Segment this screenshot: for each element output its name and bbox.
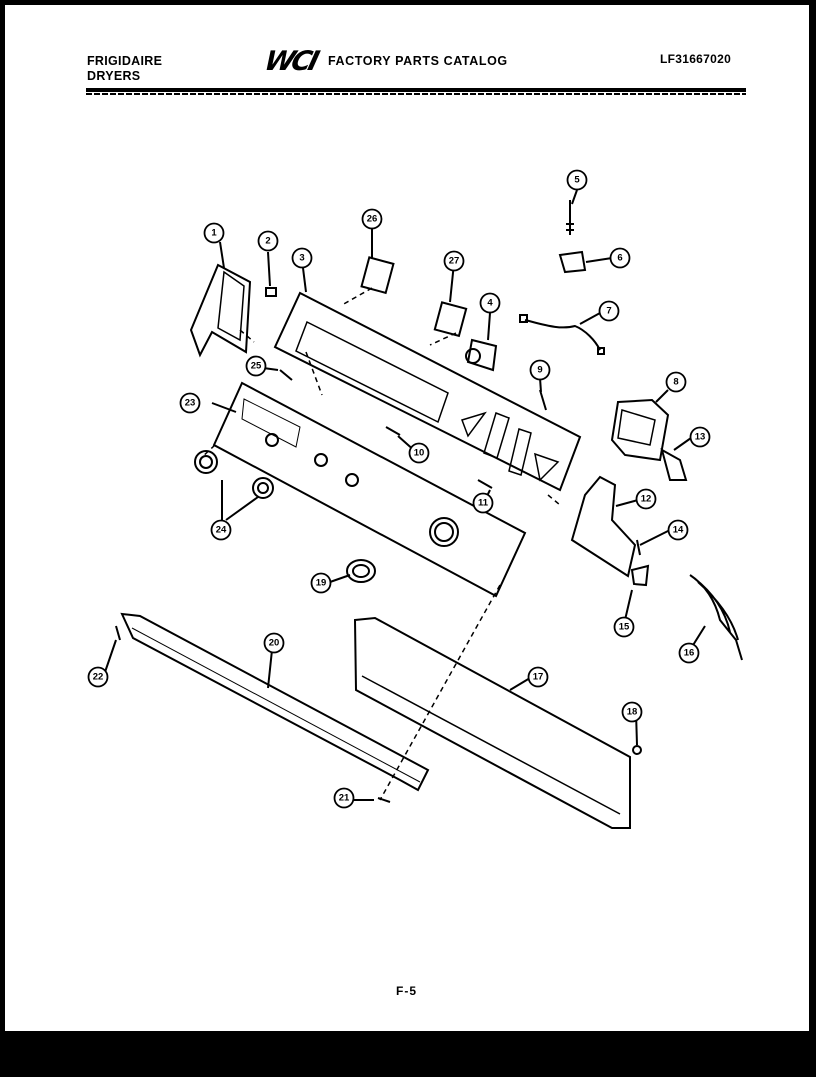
part-screw-14: [636, 539, 641, 556]
callout-17: [527, 666, 549, 688]
callout-20: [263, 632, 285, 654]
part-screw-5: [566, 200, 574, 235]
callout-label-14: 14: [673, 525, 684, 536]
callout-8: [665, 371, 687, 393]
callout-label-18: 18: [627, 707, 638, 718]
callout-6: [609, 247, 631, 269]
callout-27: [443, 250, 465, 272]
callout-18: [621, 701, 643, 723]
brand-block: FRIGIDAIRE DRYERS: [87, 54, 162, 84]
part-screw-11: [477, 479, 493, 489]
callout-label-19: 19: [316, 578, 327, 589]
header-rule: [86, 88, 746, 92]
part-knob-24b: [252, 477, 274, 499]
callout-12: [635, 488, 657, 510]
callout-label-12: 12: [641, 494, 652, 505]
callout-9: [529, 359, 551, 381]
callout-label-20: 20: [269, 638, 280, 649]
callout-label-13: 13: [695, 432, 706, 443]
callout-label-1: 1: [211, 228, 217, 239]
callout-label-7: 7: [606, 306, 611, 317]
part-clip-13: [660, 447, 688, 481]
part-wire-7: [524, 319, 601, 351]
callout-2: [257, 230, 279, 252]
part-switch-27: [433, 301, 468, 338]
callout-label-26: 26: [367, 214, 378, 225]
part-screw-9: [539, 389, 547, 411]
callout-label-4: 4: [487, 298, 493, 309]
callout-label-16: 16: [684, 648, 695, 659]
part-screw-18: [632, 745, 642, 755]
callout-label-11: 11: [478, 498, 489, 509]
callout-4: [479, 292, 501, 314]
callout-label-25: 25: [251, 361, 262, 372]
callout-1: [203, 222, 225, 244]
header-rule-dashed: [86, 93, 746, 95]
callout-25: [245, 355, 267, 377]
part-screw-2: [265, 287, 277, 297]
part-screw-25: [279, 369, 293, 381]
callout-26: [361, 208, 383, 230]
part-switch-26: [360, 256, 395, 295]
callout-label-17: 17: [533, 672, 544, 683]
callout-3: [291, 247, 313, 269]
callout-7: [598, 300, 620, 322]
part-clip-6: [558, 250, 587, 274]
part-clip-15: [630, 564, 650, 587]
callout-label-10: 10: [414, 448, 425, 459]
callout-15: [613, 616, 635, 638]
callout-label-2: 2: [265, 236, 270, 247]
part-lower-panel: [353, 616, 631, 829]
callout-label-21: 21: [339, 793, 350, 804]
part-screw-10: [385, 426, 401, 436]
catalog-title: FACTORY PARTS CATALOG: [328, 54, 508, 68]
part-knob-19: [346, 559, 376, 583]
callout-10: [408, 442, 430, 464]
callout-5: [566, 169, 588, 191]
part-console-back: [273, 291, 582, 492]
callout-label-27: 27: [449, 256, 460, 267]
callout-11: [472, 492, 494, 514]
callout-label-15: 15: [619, 622, 630, 633]
scan-border-bottom: [0, 1031, 816, 1077]
page-number: F-5: [396, 984, 417, 998]
part-front-panel: [212, 381, 527, 598]
scan-border-right: [809, 0, 816, 1034]
part-bracket-left: [189, 263, 252, 358]
part-screw-22: [115, 625, 121, 641]
callout-label-24: 24: [216, 525, 227, 536]
callout-label-5: 5: [574, 175, 580, 186]
part-harness-16: [689, 574, 743, 661]
callout-21: [333, 787, 355, 809]
callout-22: [87, 666, 109, 688]
part-buzzer: [466, 338, 498, 372]
callout-16: [678, 642, 700, 664]
callout-label-3: 3: [299, 253, 304, 264]
callout-23: [179, 392, 201, 414]
callout-label-9: 9: [537, 365, 542, 376]
part-screw-21: [377, 797, 391, 803]
part-trim-rail: [120, 612, 430, 792]
part-timer: [610, 398, 670, 462]
callout-19: [310, 572, 332, 594]
brand-name: FRIGIDAIRE: [87, 54, 163, 68]
callout-13: [689, 426, 711, 448]
scan-border-left: [0, 0, 5, 1034]
product-line: DRYERS: [87, 69, 141, 83]
callout-24: [210, 519, 232, 541]
model-code: LF31667020: [660, 52, 732, 66]
scan-border-top: [0, 0, 816, 5]
callout-label-8: 8: [673, 377, 678, 388]
callout-label-23: 23: [185, 398, 196, 409]
part-bracket-right: [570, 475, 637, 578]
callout-label-22: 22: [93, 672, 104, 683]
callout-14: [667, 519, 689, 541]
callout-label-6: 6: [617, 253, 622, 264]
part-knob-24a: [194, 450, 218, 474]
